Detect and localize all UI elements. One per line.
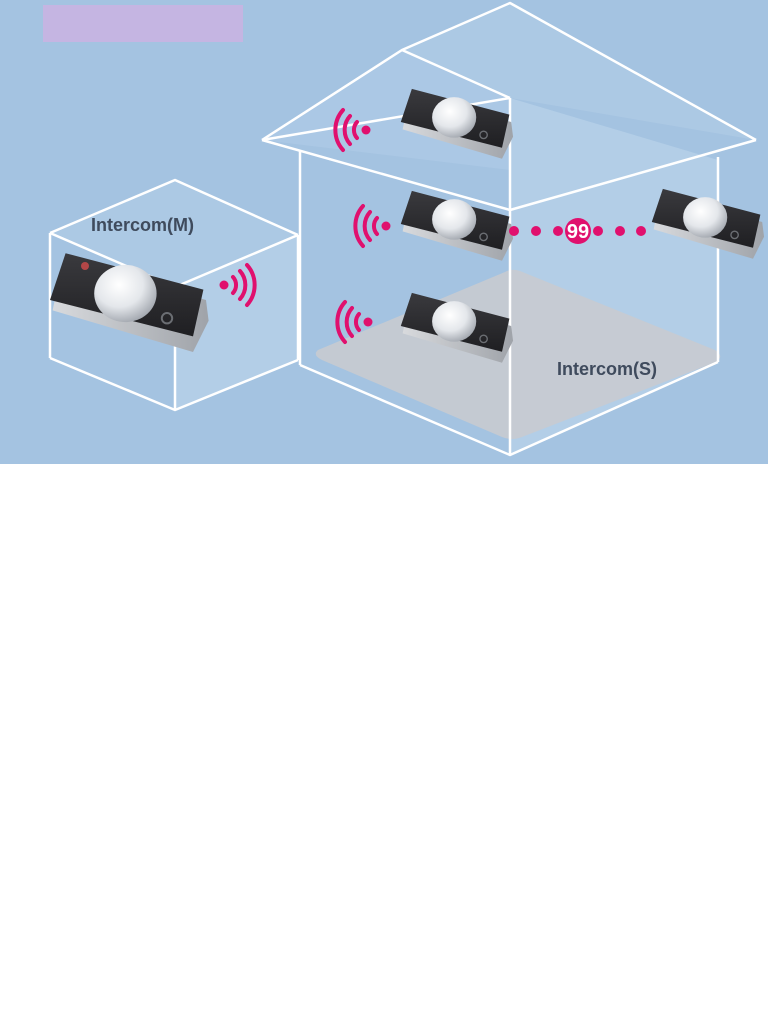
link-badge-text: 99 bbox=[567, 221, 589, 243]
intercom-slave-label: Intercom(S) bbox=[557, 359, 657, 379]
intercom-device-icon bbox=[49, 88, 765, 364]
intercom-diagram: 99 Intercom(M) Intercom(S) bbox=[43, 1, 765, 457]
master-room-box bbox=[48, 178, 300, 412]
wired-link-dots-icon bbox=[509, 218, 646, 244]
intercom-master-label: Intercom(M) bbox=[91, 215, 194, 235]
title-bar bbox=[43, 5, 243, 42]
intercom-diagram-panel: 99 Intercom(M) Intercom(S) bbox=[0, 0, 768, 464]
